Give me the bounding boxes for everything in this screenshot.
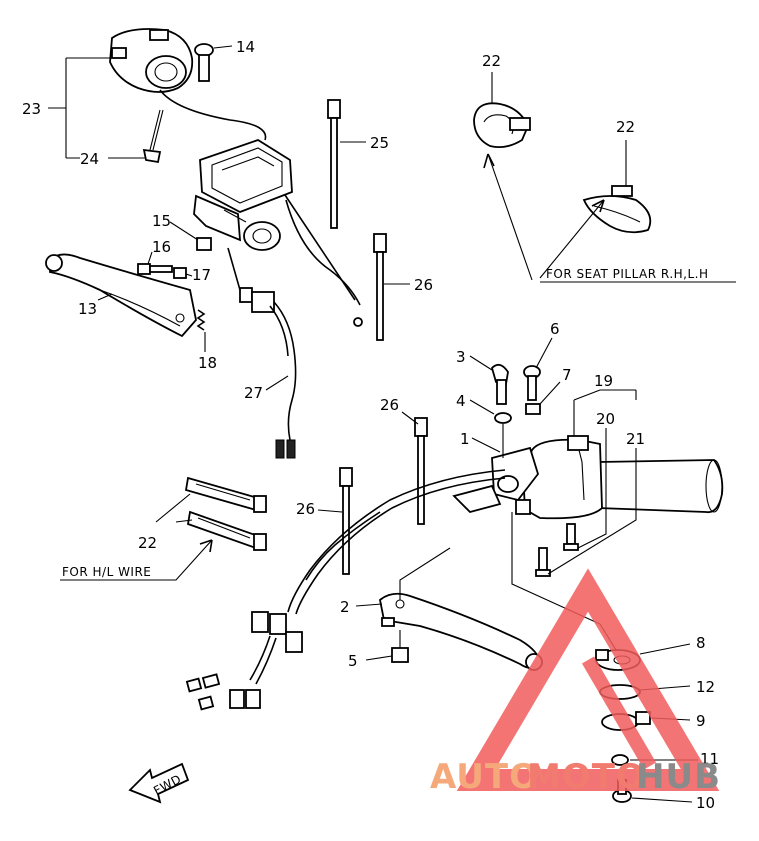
bolt-14 xyxy=(194,43,214,82)
cable-tie-26c xyxy=(414,417,428,525)
watermark-logo-icon xyxy=(456,568,720,791)
cable-tie-26d xyxy=(339,467,353,575)
callout-16: 16 xyxy=(152,238,171,256)
washer-4 xyxy=(494,412,512,424)
screw-21 xyxy=(535,547,551,577)
callout-1: 1 xyxy=(460,430,470,448)
callout-26d: 26 xyxy=(296,500,315,518)
clamp-22a xyxy=(473,102,531,149)
bolt-3 xyxy=(490,363,509,405)
callout-10: 10 xyxy=(696,794,715,812)
cable-tie-26b xyxy=(373,233,387,341)
holder-wire-2 xyxy=(284,194,356,301)
callout-22a: 22 xyxy=(482,52,501,70)
callout-19: 19 xyxy=(594,372,613,390)
callout-13: 13 xyxy=(78,300,97,318)
clamp-22b xyxy=(582,185,652,234)
callout-4: 4 xyxy=(456,392,466,410)
cable-band-23b xyxy=(186,510,267,551)
fwd-arrow: FWD xyxy=(128,762,190,804)
leader-lines xyxy=(48,45,736,803)
callout-3: 3 xyxy=(456,348,466,366)
callout-numbers: 23 24 14 25 26 26 26 15 16 17 13 18 27 2… xyxy=(22,38,719,812)
callout-25: 24 xyxy=(80,150,99,168)
spring-18 xyxy=(196,309,206,331)
switch-wire xyxy=(159,89,267,141)
watermark: AUTO MOTO HUB xyxy=(430,568,721,797)
holder-wire xyxy=(285,199,361,306)
callout-26b: 26 xyxy=(414,276,433,294)
callout-12: 12 xyxy=(696,678,715,696)
callout-27: 27 xyxy=(244,384,263,402)
bolt-16 xyxy=(137,263,173,275)
note-hl-wire: FOR H/L WIRE xyxy=(62,565,151,579)
screw-20 xyxy=(563,523,579,551)
clutch-holder xyxy=(193,139,293,251)
handlebar-grip xyxy=(597,459,724,514)
callout-7: 7 xyxy=(562,366,572,384)
callout-2: 2 xyxy=(340,598,350,616)
callout-14: 14 xyxy=(236,38,255,56)
wire-harness xyxy=(185,469,506,711)
callout-17: 17 xyxy=(192,266,211,284)
nut-15 xyxy=(196,237,212,251)
callout-26c: 26 xyxy=(380,396,399,414)
callout-6: 6 xyxy=(550,320,560,338)
watermark-text-hub: HUB xyxy=(636,757,721,797)
callout-5: 5 xyxy=(348,652,358,670)
cable-band-23a xyxy=(184,476,267,513)
nut-7 xyxy=(525,403,541,415)
master-cylinder-1 xyxy=(452,446,539,515)
callout-22b: 22 xyxy=(616,118,635,136)
cable-tie-26a xyxy=(327,99,341,229)
bolt-6 xyxy=(523,365,541,401)
watermark-text-auto: AUTO xyxy=(430,757,539,797)
callout-23: 22 xyxy=(138,534,157,552)
left-handlebar-switch xyxy=(109,28,194,93)
watermark-text-moto: MOTO xyxy=(527,757,646,797)
clutch-switch-27 xyxy=(227,247,297,459)
callout-24: 23 xyxy=(22,100,41,118)
callout-11: 11 xyxy=(700,750,719,768)
callout-20: 20 xyxy=(596,410,615,428)
screw-25 xyxy=(142,109,164,164)
callout-15: 15 xyxy=(152,212,171,230)
washer-11 xyxy=(611,754,629,766)
callout-9: 9 xyxy=(696,712,706,730)
nut-17 xyxy=(173,267,187,279)
callout-8: 8 xyxy=(696,634,706,652)
callout-21: 21 xyxy=(626,430,645,448)
lever-13 xyxy=(45,253,197,338)
callout-26a: 25 xyxy=(370,134,389,152)
nut-5 xyxy=(391,647,409,663)
note-seat-pillar: FOR SEAT PILLAR R.H,L.H xyxy=(546,267,709,281)
callout-18: 18 xyxy=(198,354,217,372)
